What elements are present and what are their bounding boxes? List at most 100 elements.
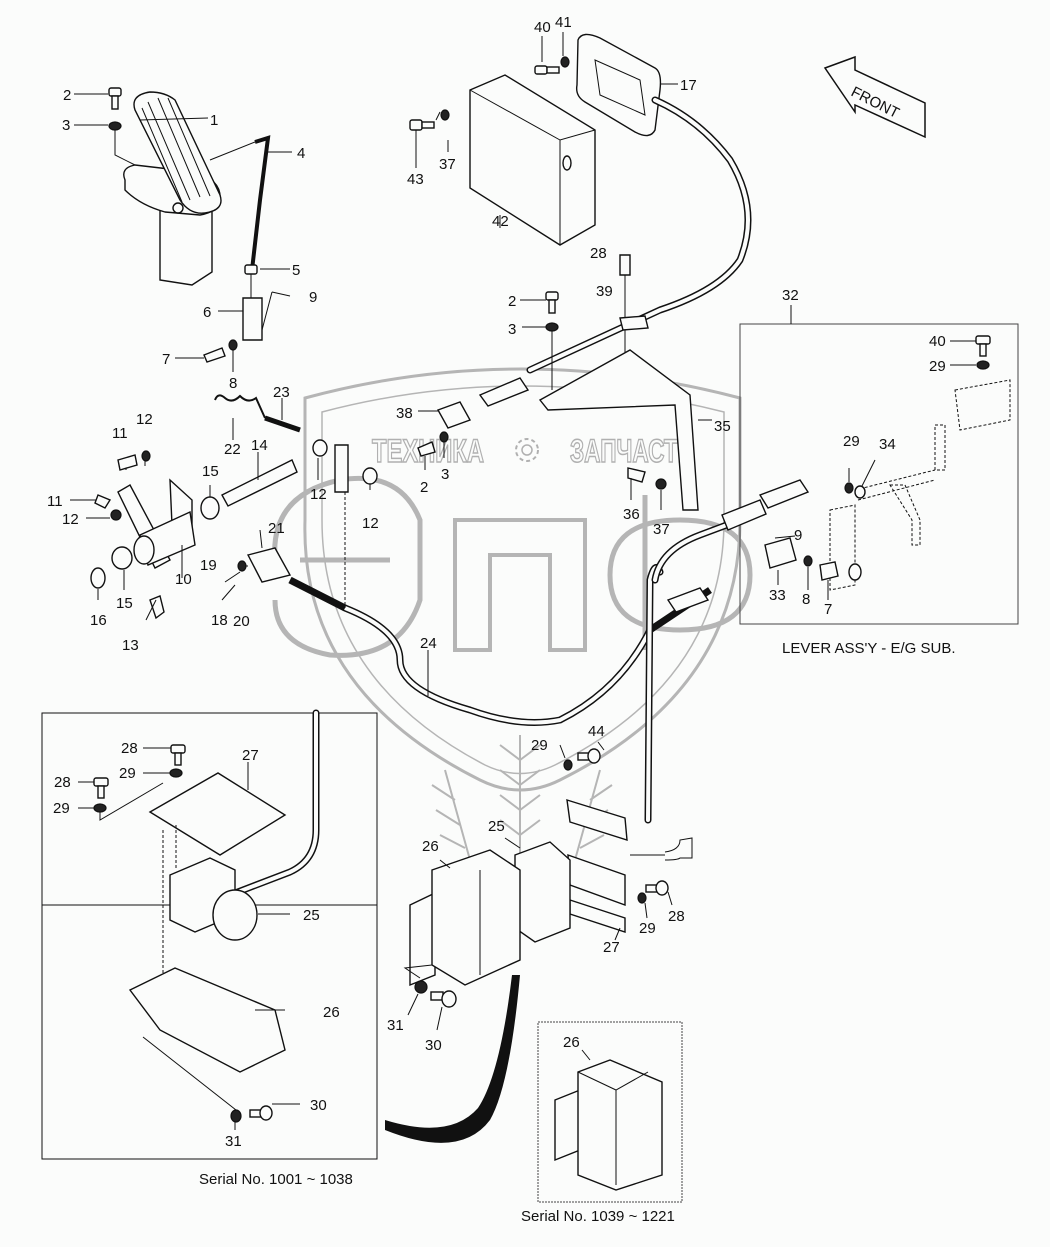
- callout: 1: [210, 112, 218, 129]
- bolt: [534, 65, 560, 75]
- callout: 40: [929, 333, 946, 350]
- callout: 11: [112, 425, 128, 442]
- callout: 19: [200, 557, 217, 574]
- bolt: [249, 1105, 273, 1121]
- serial-new-caption: Serial No. 1039 ~ 1221: [521, 1208, 675, 1225]
- callout: 36: [623, 506, 640, 523]
- callout: 29: [843, 433, 860, 450]
- callout: 2: [508, 293, 516, 310]
- callout: 6: [203, 304, 211, 321]
- bushing: [111, 546, 133, 570]
- callout: 44: [588, 723, 605, 740]
- callout: 26: [563, 1034, 580, 1051]
- bolt: [577, 748, 601, 764]
- bolt: [975, 335, 991, 357]
- cable-boot: [666, 587, 710, 613]
- callout: 3: [441, 466, 449, 483]
- callout: 29: [639, 920, 656, 937]
- callout: 23: [273, 384, 290, 401]
- callout: 2: [420, 479, 428, 496]
- callout: 3: [62, 117, 70, 134]
- callout: 9: [309, 289, 317, 306]
- callout: 27: [603, 939, 620, 956]
- callout: 5: [292, 262, 300, 279]
- callout: 24: [420, 635, 437, 652]
- callout: 28: [54, 774, 71, 791]
- cable-boot: [721, 499, 767, 531]
- callout: 34: [879, 436, 896, 453]
- actuator-cover: [128, 967, 286, 1073]
- callout: 7: [162, 351, 170, 368]
- callout: 13: [122, 637, 139, 654]
- yoke: [242, 297, 263, 341]
- cable-bracket: [538, 349, 699, 511]
- callout: 4: [297, 145, 305, 162]
- callout: 28: [590, 245, 607, 262]
- callout: 43: [407, 171, 424, 188]
- spring-pin: [264, 415, 301, 433]
- callout: 37: [439, 156, 456, 173]
- callout: 30: [310, 1097, 327, 1114]
- callout: 25: [488, 818, 505, 835]
- callout: 7: [824, 601, 832, 618]
- cable-clamp: [619, 315, 649, 331]
- shaft: [221, 459, 298, 507]
- callout: 8: [802, 591, 810, 608]
- lever-assy-caption: LEVER ASS'Y - E/G SUB.: [782, 640, 956, 657]
- callout: 11: [47, 493, 63, 510]
- callout: 38: [396, 405, 413, 422]
- actuator-cover: [431, 849, 521, 986]
- callout: 28: [121, 740, 138, 757]
- cable-rod-end: [758, 479, 810, 509]
- bolt: [108, 87, 122, 110]
- actuator-motor: [514, 841, 571, 943]
- callout: 9: [794, 527, 802, 544]
- pedal-rod: [250, 135, 271, 271]
- callout: 30: [425, 1037, 442, 1054]
- callout: 12: [362, 515, 379, 532]
- callout: 35: [714, 418, 731, 435]
- callout: 26: [422, 838, 439, 855]
- callout: 39: [596, 283, 613, 300]
- callout: 42: [492, 213, 509, 230]
- callout: 12: [136, 411, 153, 428]
- grease-fitting: [149, 595, 165, 620]
- callout: 18: [211, 612, 228, 629]
- callout: 15: [202, 463, 219, 480]
- callout: 26: [323, 1004, 340, 1021]
- lever-assy-box: [739, 323, 1019, 625]
- callout: 10: [175, 571, 192, 588]
- callout: 2: [63, 87, 71, 104]
- watermark: ТЕХНИКА ЗАПЧАСТИ: [272, 367, 753, 865]
- serial-new-box: [537, 1021, 683, 1203]
- bolt: [430, 990, 457, 1008]
- governor-lever: [954, 379, 1011, 431]
- callout: 21: [268, 520, 285, 537]
- callout: 25: [303, 907, 320, 924]
- cable-boot: [478, 377, 530, 407]
- callout: 12: [62, 511, 79, 528]
- accelerator-pedal: [123, 91, 222, 286]
- bolt: [170, 744, 186, 766]
- clevis: [764, 537, 797, 569]
- callout: 37: [653, 521, 670, 538]
- grommet: [575, 33, 662, 137]
- callout: 14: [251, 437, 268, 454]
- callout: 32: [782, 287, 799, 304]
- callout: 40: [534, 19, 551, 36]
- front-arrow: FRONT: [823, 55, 926, 139]
- callout: 16: [90, 612, 107, 629]
- spring: [214, 394, 266, 419]
- callout: 41: [555, 14, 572, 31]
- watermark-right-text: ЗАПЧАСТИ: [570, 433, 694, 469]
- callout: 31: [387, 1017, 404, 1034]
- callout: 8: [229, 375, 237, 392]
- callout-labels: 1 2 3 4 5 6 7 8 9 23 2 2 14 11 12 11 12 1…: [47, 14, 946, 1150]
- callout: 3: [508, 321, 516, 338]
- gear-icon: [515, 438, 539, 462]
- callout: 33: [769, 587, 786, 604]
- callout: 31: [225, 1133, 242, 1150]
- bushing: [200, 496, 220, 520]
- bolt: [93, 777, 109, 799]
